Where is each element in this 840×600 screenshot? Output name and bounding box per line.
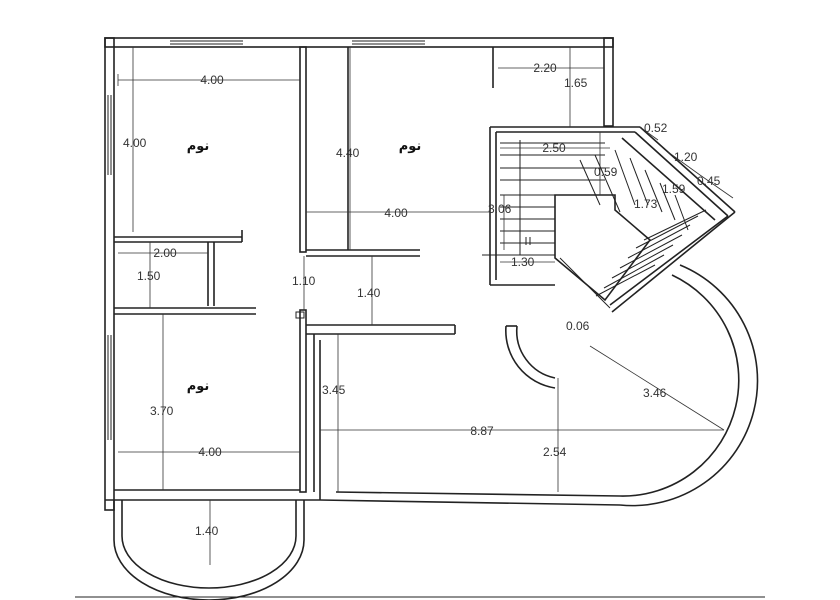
dim-label: 1.65 — [564, 76, 588, 90]
staircase — [482, 126, 736, 313]
outer-walls — [104, 37, 614, 511]
dim-label: 2.54 — [543, 445, 567, 459]
dim-label: 3.46 — [643, 386, 667, 400]
room-label-bedroom-1: نوم — [187, 139, 210, 154]
dim-label: 1.30 — [511, 255, 535, 269]
dim-label: 1.50 — [137, 269, 161, 283]
dimension-lines — [117, 47, 734, 565]
dim-label: 2.00 — [153, 246, 177, 260]
dim-label: 4.00 — [384, 206, 408, 220]
dim-label: 3.70 — [150, 404, 174, 418]
dim-label: 4.00 — [198, 445, 222, 459]
column-semicircle — [505, 325, 556, 389]
dim-label: 3.06 — [488, 202, 512, 216]
dim-label: 1.59 — [662, 182, 686, 196]
dim-label: 4.40 — [336, 146, 360, 160]
dim-label: 4.00 — [123, 136, 147, 150]
dim-label: 1.73 — [634, 197, 658, 211]
curved-terrace — [619, 264, 759, 507]
dim-label: 0.52 — [644, 121, 668, 135]
dim-label: 3.45 — [322, 383, 346, 397]
bay-window-bottom — [113, 500, 305, 600]
room-label-bedroom-3: نوم — [187, 379, 210, 394]
dim-label: 8.87 — [470, 424, 494, 438]
dim-label: 0.45 — [697, 174, 721, 188]
dim-label: 1.20 — [674, 150, 698, 164]
dim-label: 0.06 — [566, 319, 590, 333]
room-label-bedroom-2: نوم — [399, 139, 422, 154]
dim-label: 2.20 — [533, 61, 557, 75]
dim-label: 1.40 — [195, 524, 219, 538]
dim-label: 0.59 — [594, 165, 618, 179]
dim-label: 1.10 — [292, 274, 316, 288]
dim-label: 1.40 — [357, 286, 381, 300]
interior-walls — [114, 46, 621, 506]
dim-label: 2.50 — [542, 141, 566, 155]
dim-label: 4.00 — [200, 73, 224, 87]
